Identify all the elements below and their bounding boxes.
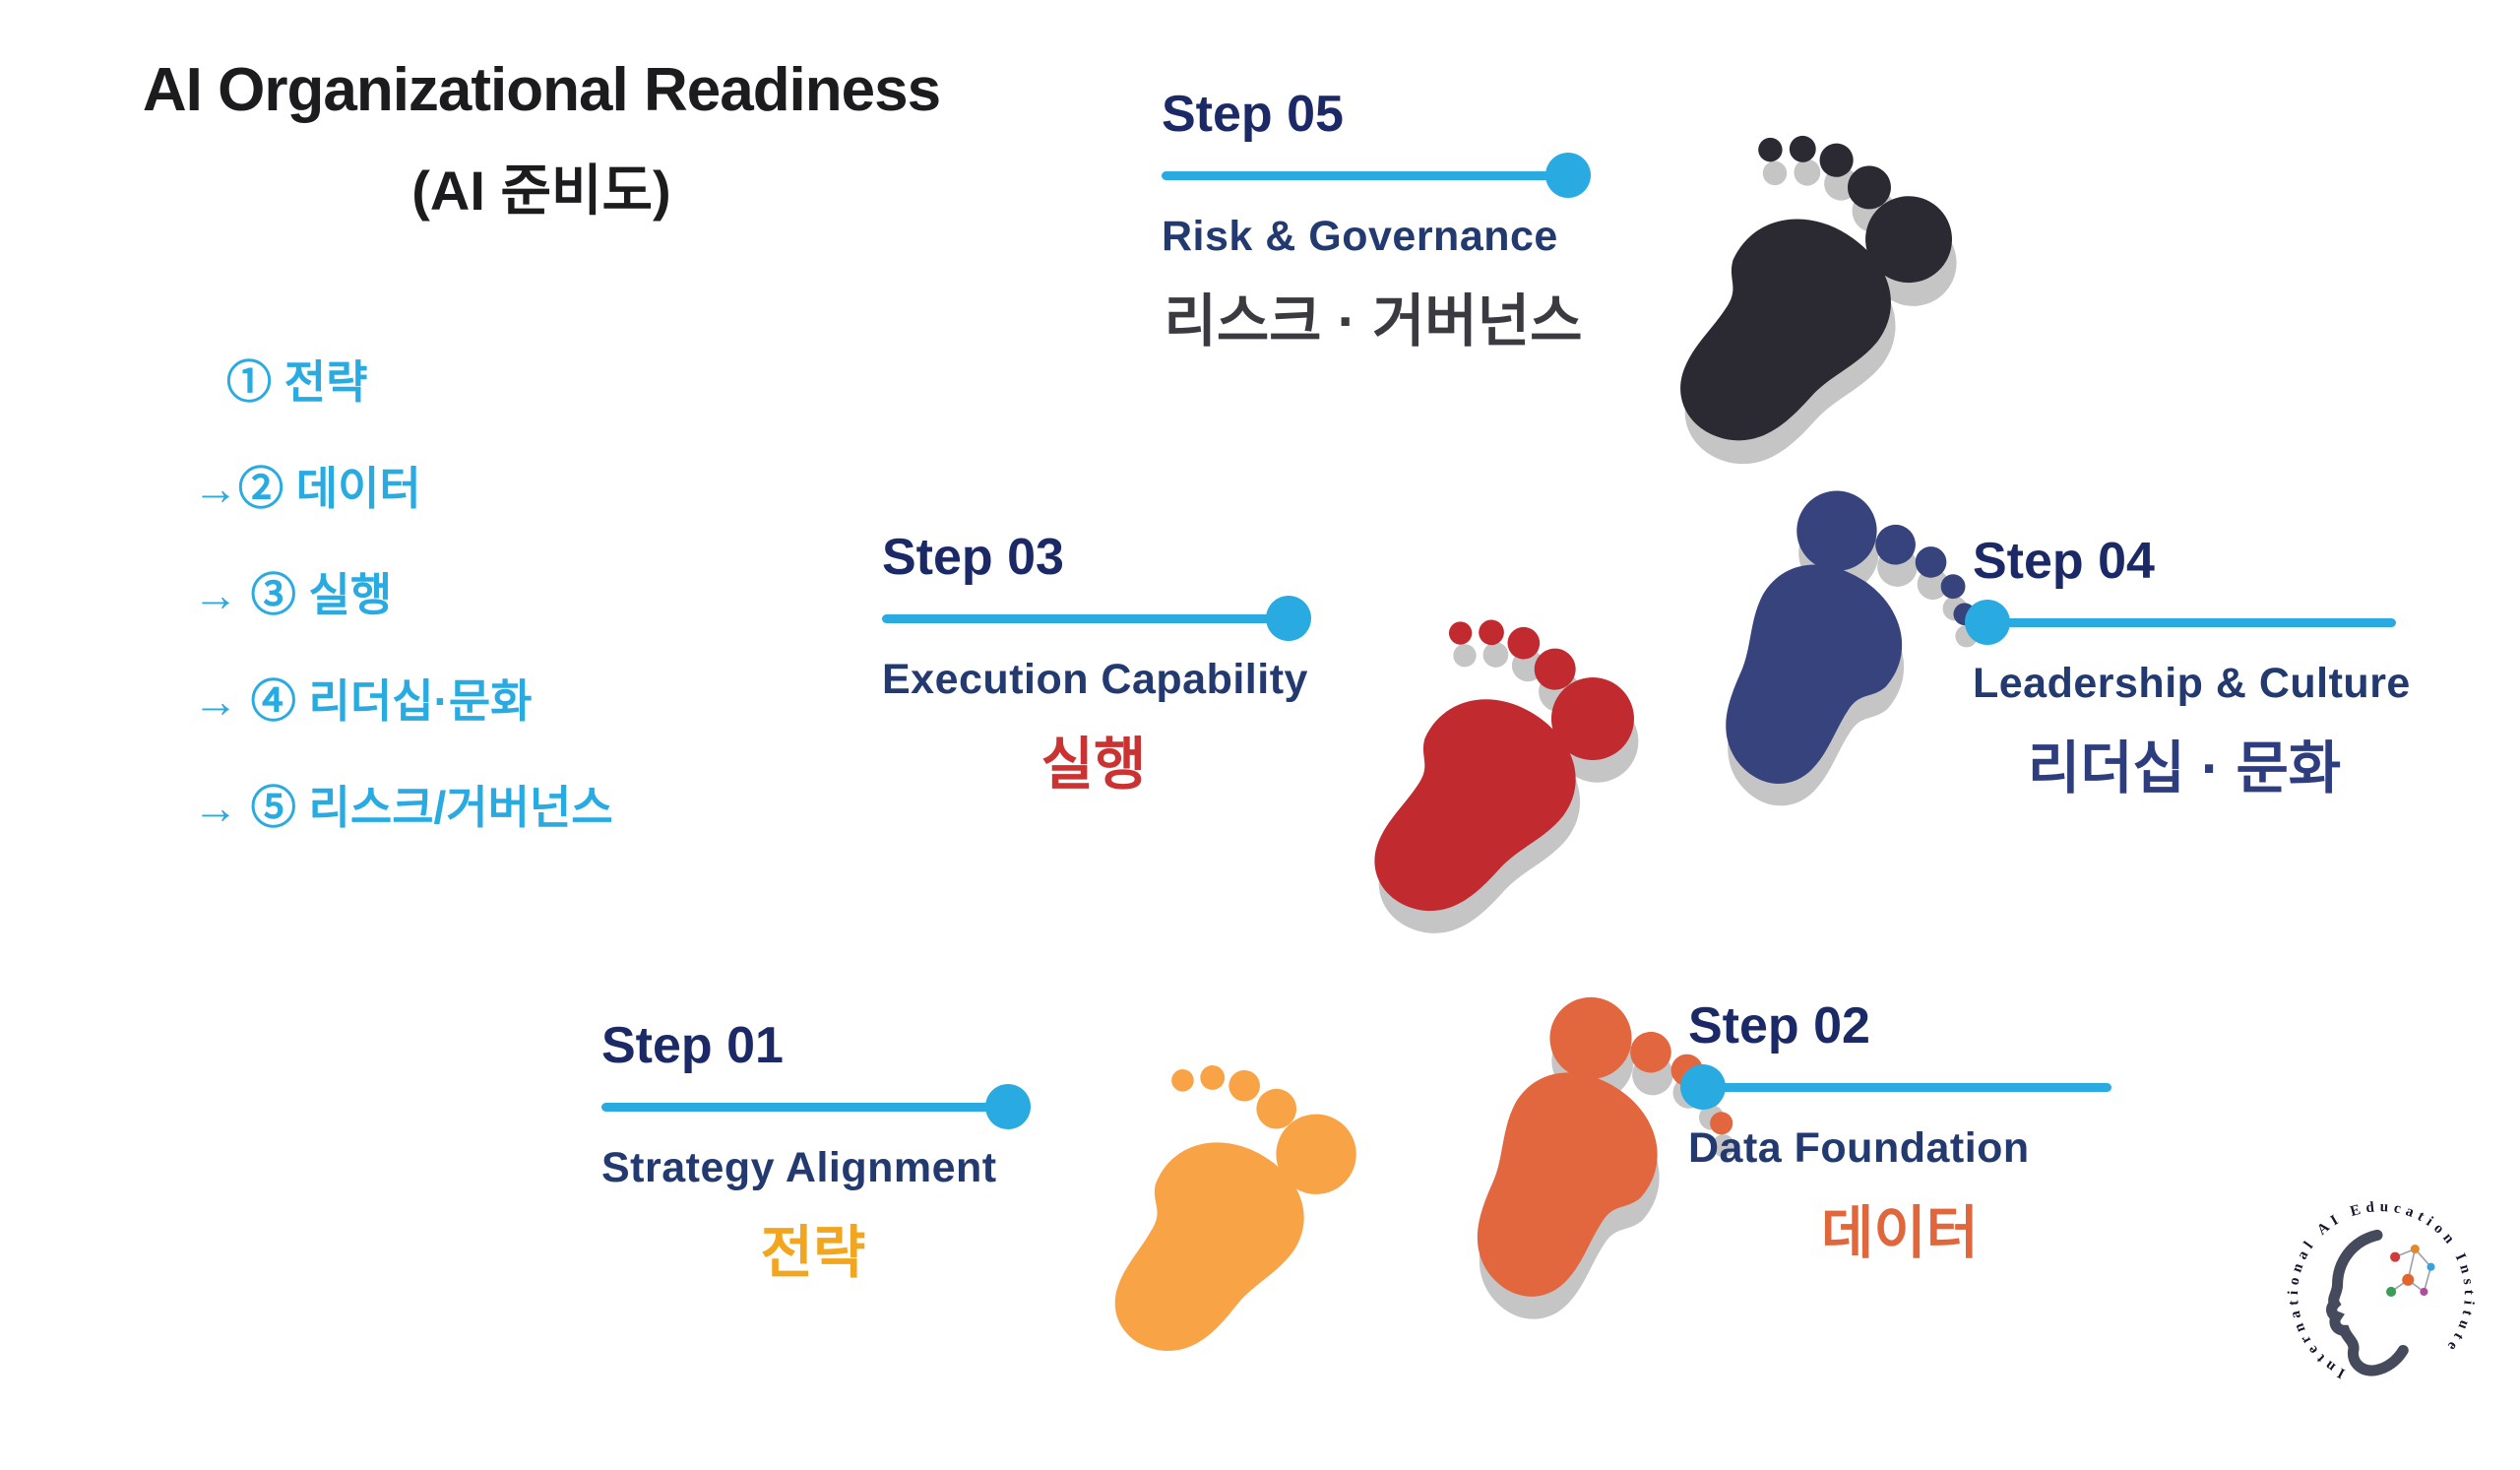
step-03-title-en: Execution Capability [882,656,1308,703]
connector-dot [1545,153,1591,198]
step-04-label: Step 04 [1973,533,2155,590]
step-03-connector [882,595,1311,642]
step-block-05: Step 05 Risk & Governance 리스크 · 거버넌스 [1162,85,1624,357]
step-02-connector [1680,1063,2111,1111]
connector-line [882,614,1286,623]
step-03-label: Step 03 [882,529,1064,586]
step-01-connector [601,1083,1031,1130]
step-block-04: Step 04 Leadership & Culture 리더십 · 문화 [1965,532,2494,804]
footprint-fill [1061,1042,1372,1394]
step-03-title-ko: 실행 [1040,733,1147,797]
step-05-connector [1162,152,1591,199]
legend-item-4: → ④ 리더십·문화 [193,675,533,727]
step-05-title-en: Risk & Governance [1162,213,1558,260]
legend-item-1: ① 전략 [226,356,368,408]
infographic-canvas: { "title": { "line1": "AI Organizational… [69,55,2510,1424]
logo-background [2283,1196,2480,1393]
connector-dot [1680,1064,1726,1110]
step-02-title-en: Data Foundation [1688,1124,2030,1172]
step-04-title-ko: 리더십 · 문화 [2027,736,2342,800]
step-02-label: Step 02 [1688,997,1870,1055]
legend-item-5: → ⑤ 리스크/거버넌스 [193,782,613,833]
connector-line [1714,1083,2111,1092]
connector-line [601,1103,1005,1112]
step-01-label: Step 01 [601,1017,784,1074]
step-block-03: Step 03 Execution Capability 실행 [882,528,1394,800]
footprint-step-05 [1568,71,2048,577]
step-04-connector [1965,599,2396,646]
legend-item-3: → ③ 실행 [193,569,393,620]
step-01-title-en: Strategy Alignment [601,1144,997,1191]
page-title: AI Organizational Readiness (AI 준비도) [69,55,1014,226]
logo-head-icon [2326,1229,2409,1376]
step-01-title-ko: 전략 [760,1221,866,1285]
page-title-line1: AI Organizational Readiness [142,56,941,124]
connector-dot [985,1084,1031,1129]
step-04-title-en: Leadership & Culture [1973,660,2411,707]
step-block-02: Step 02 Data Foundation 데이터 [1680,996,2121,1269]
step-05-title-ko: 리스크 · 거버넌스 [1164,289,1583,353]
brand-logo: International AI Education Institute [2253,1167,2510,1424]
page-title-line2: (AI 준비도) [411,160,671,222]
step-02-title-ko: 데이터 [1820,1201,1980,1265]
step-05-label: Step 05 [1162,86,1344,143]
connector-dot [1965,600,2010,645]
step-block-01: Step 01 Strategy Alignment 전략 [601,1016,1084,1289]
roadmap-legend: ① 전략 →② 데이터 → ③ 실행 → ④ 리더십·문화 → ⑤ 리스크/거버… [193,347,613,878]
legend-item-2: →② 데이터 [193,463,421,514]
logo-network-icon [2386,1244,2435,1298]
connector-dot [1266,596,1311,641]
connector-line [1998,618,2396,627]
connector-line [1162,171,1565,180]
